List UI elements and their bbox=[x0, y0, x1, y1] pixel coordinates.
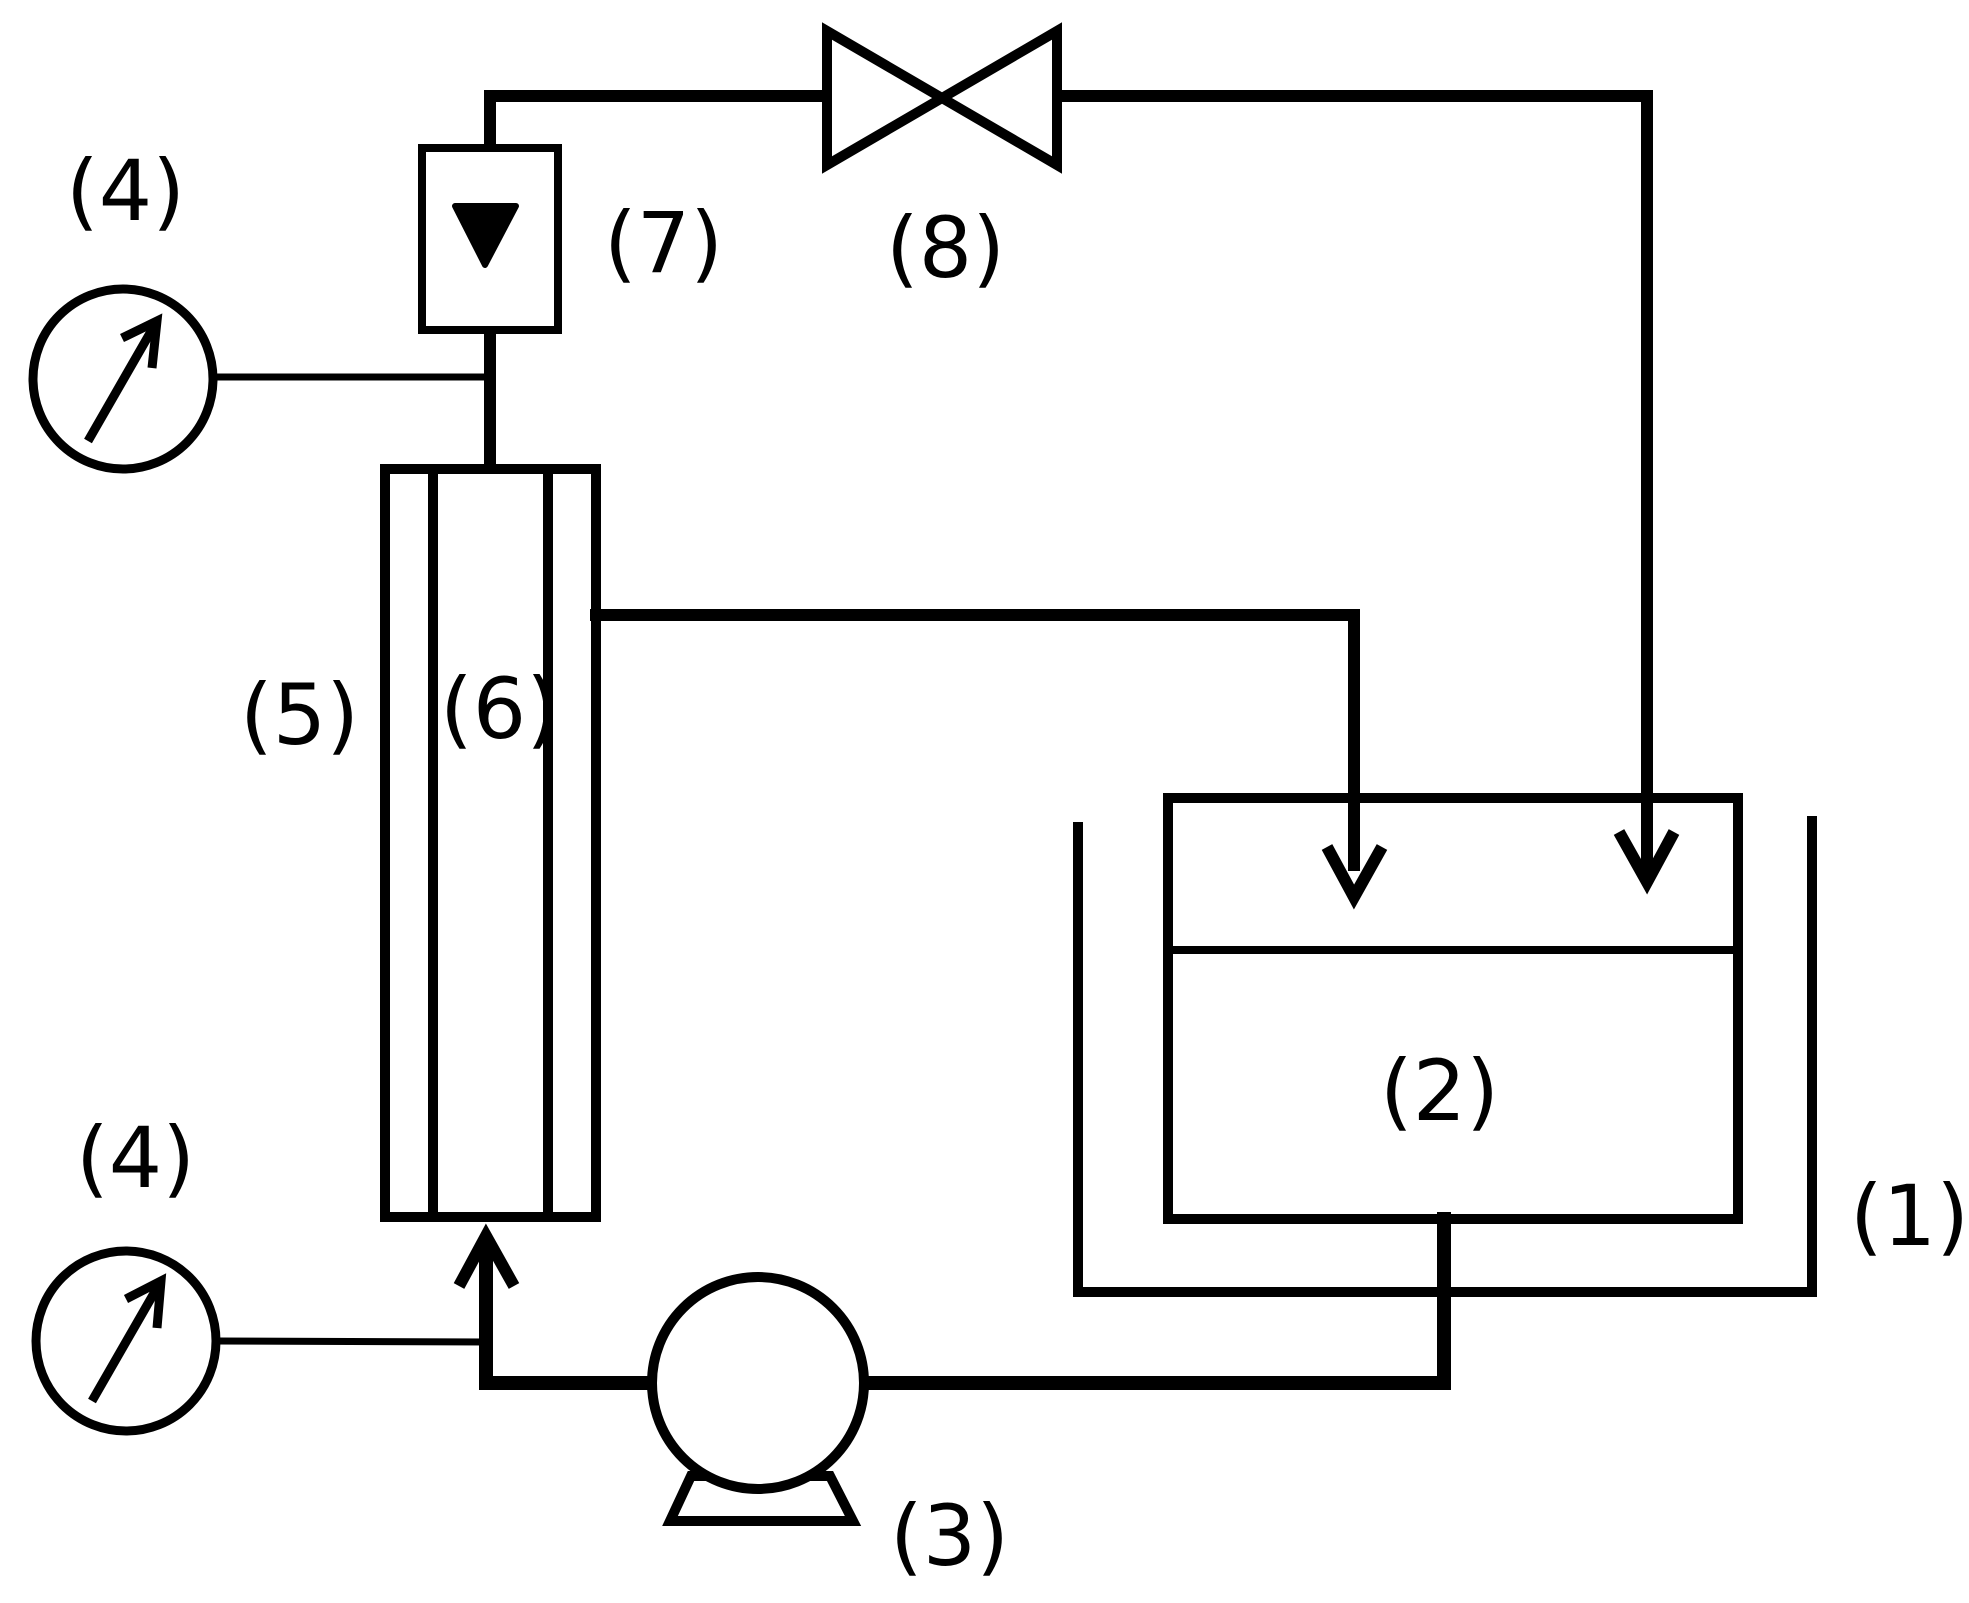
flowmeter bbox=[418, 144, 562, 334]
label-feed-tank: (2) bbox=[1380, 1042, 1499, 1140]
label-pump: (3) bbox=[890, 1487, 1009, 1585]
pipe-top-return bbox=[484, 90, 833, 154]
label-water-bath: (1) bbox=[1850, 1167, 1969, 1265]
pressure-gauge-bottom bbox=[31, 1246, 221, 1436]
gauge-needle-icon bbox=[123, 1273, 167, 1329]
label-gauge-bottom: (4) bbox=[76, 1109, 195, 1207]
membrane-module bbox=[380, 464, 601, 1222]
arrow-feed-up bbox=[453, 1223, 520, 1289]
label-flowmeter: (7) bbox=[604, 194, 723, 292]
gauge-needle-icon bbox=[120, 313, 163, 369]
pipe-permeate bbox=[590, 609, 1360, 871]
label-membrane: (6) bbox=[440, 660, 559, 758]
arrow-retentate-down bbox=[1613, 829, 1680, 895]
label-module: (5) bbox=[240, 666, 359, 764]
pipe-tank-outlet bbox=[859, 1212, 1451, 1390]
water-bath bbox=[1073, 816, 1817, 1297]
flow-arrows bbox=[453, 829, 1680, 1289]
pressure-gauge-top bbox=[28, 284, 218, 474]
valve bbox=[822, 22, 1062, 174]
pump-body-icon bbox=[647, 1272, 869, 1494]
pump bbox=[647, 1272, 869, 1526]
label-valve: (8) bbox=[886, 199, 1005, 297]
arrow-permeate-down bbox=[1321, 844, 1388, 910]
pipes bbox=[210, 90, 1653, 1390]
gauge-bottom-connection bbox=[214, 1337, 488, 1346]
label-gauge-top: (4) bbox=[66, 142, 185, 240]
pipe-valve-to-tank bbox=[1051, 90, 1653, 871]
component-labels: (1) (2) (3) (4) (4) (5) (6) (7) (8) bbox=[66, 142, 1969, 1585]
feed-tank bbox=[1163, 793, 1743, 1224]
pipe-pump-to-module bbox=[479, 1243, 658, 1390]
flowmeter-float-icon bbox=[452, 203, 519, 268]
valve-bowtie-icon bbox=[822, 22, 1062, 174]
